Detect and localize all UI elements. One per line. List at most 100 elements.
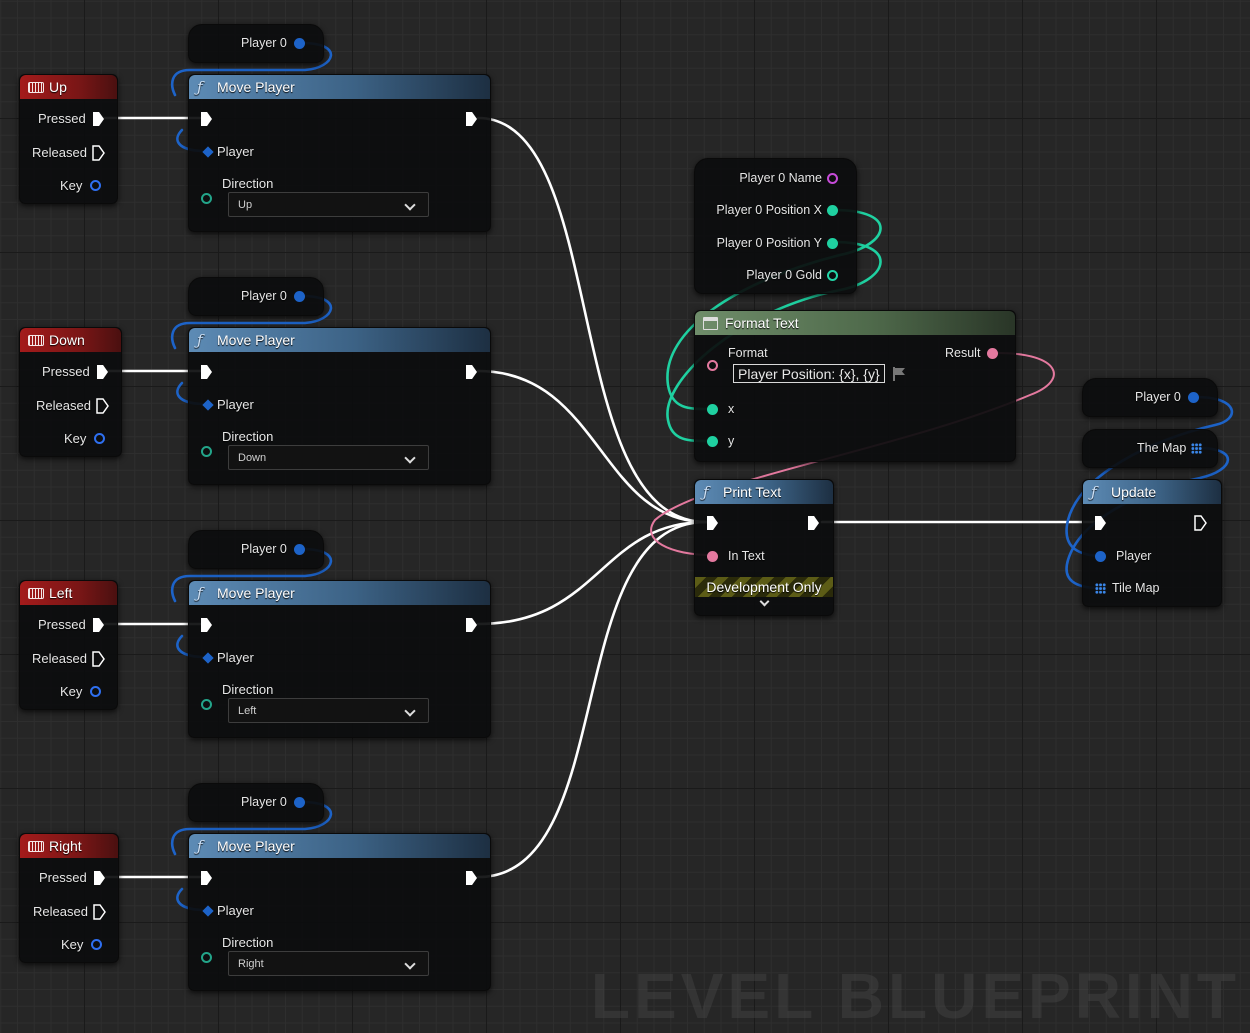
- in-text-pin[interactable]: [707, 551, 718, 562]
- exec-out-pin[interactable]: [466, 871, 477, 885]
- released-label: Released: [36, 398, 91, 413]
- position-y-pin[interactable]: [827, 238, 838, 249]
- tile-map-grid-icon[interactable]: [1095, 583, 1106, 594]
- pressed-exec-pin[interactable]: [97, 365, 108, 379]
- player-label: Player: [217, 650, 254, 665]
- x-label: x: [728, 402, 735, 416]
- exec-in-pin[interactable]: [201, 871, 212, 885]
- input-event-right-node[interactable]: Right Pressed Released Key: [19, 833, 119, 963]
- player-0-getter-node[interactable]: Player 0: [188, 783, 324, 822]
- tile-map-label: Tile Map: [1112, 581, 1160, 595]
- exec-in-pin[interactable]: [201, 618, 212, 632]
- released-exec-pin[interactable]: [92, 145, 105, 161]
- released-exec-pin[interactable]: [92, 651, 105, 667]
- format-text-node[interactable]: Format Text Format Player Position: {x},…: [694, 310, 1016, 462]
- direction-label: Direction: [222, 935, 274, 950]
- exec-out-pin[interactable]: [808, 516, 819, 530]
- released-exec-pin[interactable]: [93, 904, 106, 920]
- player-pin[interactable]: [202, 399, 214, 411]
- player-output-pin[interactable]: [294, 38, 305, 49]
- tile-map-grid-icon[interactable]: [1191, 443, 1202, 454]
- pressed-exec-pin[interactable]: [93, 112, 104, 126]
- format-pin[interactable]: [707, 360, 718, 371]
- player-label: Player: [1116, 549, 1152, 563]
- exec-out-pin[interactable]: [466, 112, 477, 126]
- function-icon: ƒ: [197, 331, 203, 349]
- key-label: Key: [60, 684, 83, 699]
- player-pin[interactable]: [1095, 551, 1106, 562]
- player-pin[interactable]: [202, 652, 214, 664]
- direction-pin[interactable]: [201, 699, 212, 710]
- player-pin[interactable]: [202, 146, 214, 158]
- direction-pin[interactable]: [201, 193, 212, 204]
- y-pin[interactable]: [707, 436, 718, 447]
- position-x-pin[interactable]: [827, 205, 838, 216]
- input-event-left-node[interactable]: Left Pressed Released Key: [19, 580, 118, 710]
- input-event-down-node[interactable]: Down Pressed Released Key: [19, 327, 122, 457]
- player-output-pin[interactable]: [294, 544, 305, 555]
- position-x-label: Player 0 Position X: [716, 203, 822, 217]
- player-output-pin[interactable]: [1188, 392, 1199, 403]
- pressed-exec-pin[interactable]: [94, 871, 105, 885]
- exec-in-pin[interactable]: [201, 365, 212, 379]
- key-pin[interactable]: [90, 180, 101, 191]
- pressed-label: Pressed: [38, 617, 86, 632]
- direction-select[interactable]: Left: [228, 698, 429, 723]
- input-event-up-node[interactable]: Up Pressed Released Key: [19, 74, 118, 204]
- event-title: Down: [49, 332, 85, 348]
- direction-label: Direction: [222, 682, 274, 697]
- exec-out-pin[interactable]: [1194, 515, 1207, 531]
- player-0-variables-node[interactable]: Player 0 Name Player 0 Position X Player…: [694, 158, 857, 294]
- player-0-getter-node[interactable]: Player 0: [188, 277, 324, 316]
- function-icon: ƒ: [1091, 483, 1097, 501]
- direction-select[interactable]: Right: [228, 951, 429, 976]
- exec-in-pin[interactable]: [1095, 516, 1106, 530]
- x-pin[interactable]: [707, 404, 718, 415]
- exec-in-pin[interactable]: [201, 112, 212, 126]
- released-label: Released: [32, 145, 87, 160]
- flag-icon[interactable]: [893, 367, 895, 381]
- getter-label: Player 0: [241, 36, 287, 50]
- direction-select[interactable]: Down: [228, 445, 429, 470]
- name-pin[interactable]: [827, 173, 838, 184]
- format-text-input[interactable]: Player Position: {x}, {y}: [733, 364, 885, 383]
- direction-select[interactable]: Up: [228, 192, 429, 217]
- exec-out-pin[interactable]: [466, 365, 477, 379]
- text-format-icon: [703, 316, 718, 330]
- player-0-getter-node[interactable]: Player 0: [188, 24, 324, 63]
- direction-pin[interactable]: [201, 446, 212, 457]
- direction-value: Left: [238, 705, 257, 717]
- direction-pin[interactable]: [201, 952, 212, 963]
- name-label: Player 0 Name: [739, 171, 822, 185]
- gold-pin[interactable]: [827, 270, 838, 281]
- exec-out-pin[interactable]: [466, 618, 477, 632]
- key-pin[interactable]: [94, 433, 105, 444]
- node-title: Move Player: [217, 585, 295, 601]
- level-blueprint-watermark: LEVEL BLUEPRINT: [590, 960, 1240, 1032]
- result-pin[interactable]: [987, 348, 998, 359]
- exec-in-pin[interactable]: [707, 516, 718, 530]
- the-map-var-node[interactable]: The Map: [1082, 429, 1218, 468]
- development-only-banner: Development Only: [695, 577, 833, 597]
- player-output-pin[interactable]: [294, 797, 305, 808]
- key-pin[interactable]: [91, 939, 102, 950]
- event-title: Left: [49, 585, 73, 601]
- key-pin[interactable]: [90, 686, 101, 697]
- player-pin[interactable]: [202, 905, 214, 917]
- node-title: Move Player: [217, 838, 295, 854]
- node-title: Move Player: [217, 332, 295, 348]
- pressed-exec-pin[interactable]: [93, 618, 104, 632]
- keyboard-icon: [28, 841, 44, 852]
- player-0-var-node[interactable]: Player 0: [1082, 378, 1218, 417]
- player-output-pin[interactable]: [294, 291, 305, 302]
- released-exec-pin[interactable]: [96, 398, 109, 414]
- expand-chevron-icon[interactable]: [759, 596, 770, 607]
- pressed-label: Pressed: [38, 111, 86, 126]
- player-0-getter-node[interactable]: Player 0: [188, 530, 324, 569]
